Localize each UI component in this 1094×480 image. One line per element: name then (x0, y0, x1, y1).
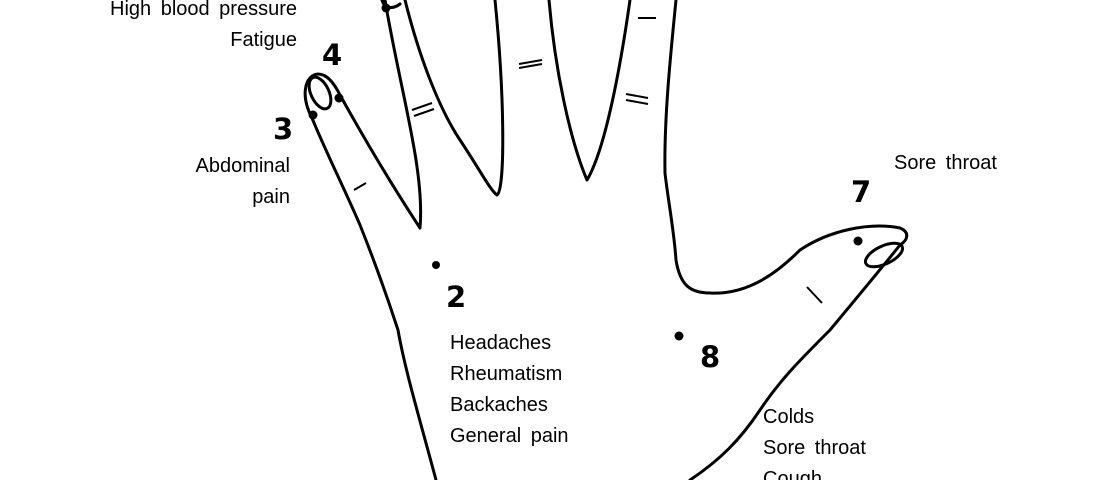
point-dot-8 (674, 331, 684, 341)
point-number-3: 3 (273, 112, 294, 146)
point-number-2: 2 (446, 280, 467, 314)
point-8-conditions: Colds Sore throat Cough (763, 402, 866, 480)
condition-label: Sore throat (894, 152, 997, 174)
point-dot-3 (308, 110, 318, 120)
finger-crease-marks (353, 17, 823, 304)
condition-label: High blood pressure (110, 0, 297, 20)
condition-label: Cough (763, 468, 822, 480)
condition-label: pain (252, 186, 290, 208)
condition-label: General pain (450, 425, 569, 447)
hand-outline (303, 0, 909, 480)
point-2-conditions: Headaches Rheumatism Backaches General p… (450, 328, 569, 452)
condition-label: Backaches (450, 394, 548, 416)
point-4-conditions: High blood pressure Fatigue (110, 0, 297, 56)
condition-label: Headaches (450, 332, 552, 354)
point-3-conditions: Abdominal pain (195, 151, 290, 213)
point-number-4: 4 (322, 38, 343, 72)
condition-label: Colds (763, 406, 815, 428)
acupressure-point-dots (308, 3, 863, 341)
point-7-conditions: Sore throat (894, 148, 997, 179)
point-number-8: 8 (700, 340, 721, 374)
point-dot-7 (853, 236, 863, 246)
point-number-7: 7 (851, 175, 872, 209)
point-dot-4 (334, 93, 344, 103)
point-dot (381, 3, 391, 13)
condition-label: Fatigue (230, 29, 297, 51)
condition-label: Rheumatism (450, 363, 563, 385)
point-dot-2 (432, 261, 440, 269)
pinky-nail (307, 75, 333, 111)
condition-label: Sore throat (763, 437, 866, 459)
thumb-nail (863, 241, 905, 269)
condition-label: Abdominal (195, 155, 290, 177)
